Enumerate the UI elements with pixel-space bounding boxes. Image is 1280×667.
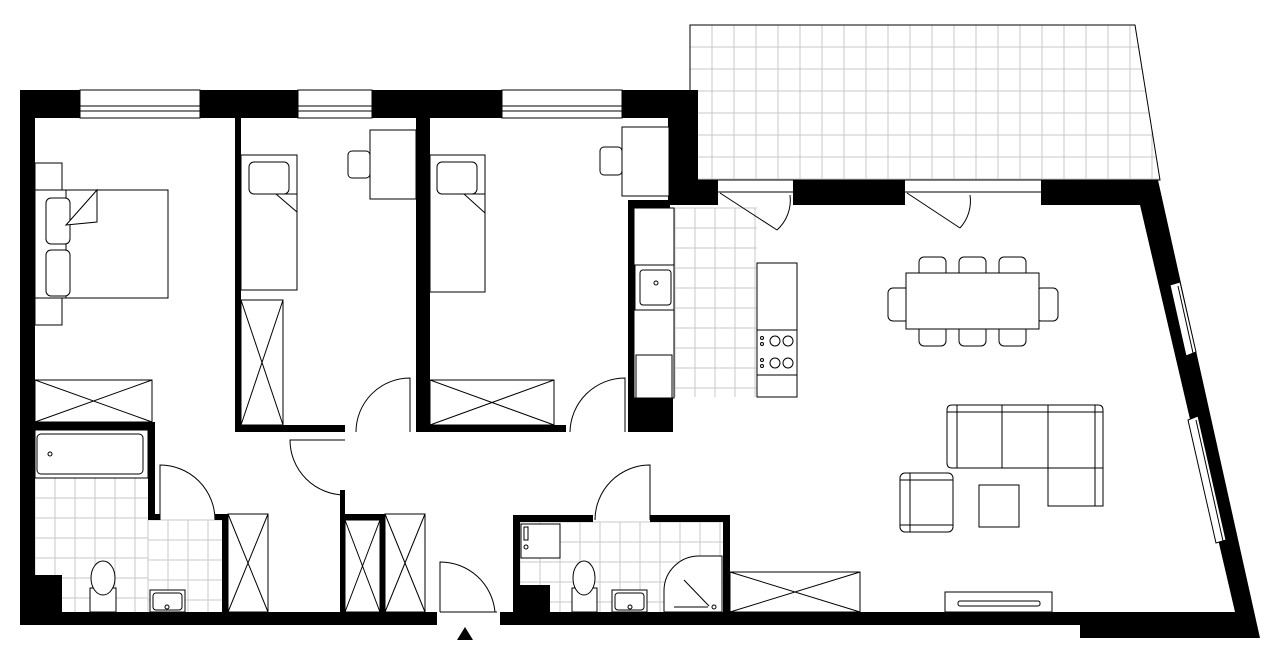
wardrobe-icon: [344, 519, 381, 613]
windows: [79, 89, 1227, 544]
sink-icon: [149, 589, 186, 613]
wall-bath1-right: [148, 422, 155, 520]
wall-living-top: [793, 180, 905, 205]
coffee-table-icon: [978, 484, 1020, 528]
balcony-tile-grid: [689, 24, 1160, 180]
armchair-icon: [899, 472, 954, 533]
wardrobe-icon: [227, 513, 269, 613]
sofa-icon: [946, 404, 1104, 507]
window-slanted: [1187, 415, 1227, 544]
wardrobe-icon: [34, 379, 153, 423]
wardrobe-icon: [240, 299, 284, 426]
kitchen: [633, 207, 798, 399]
bed-icon: [429, 154, 486, 293]
wall-bottom: [500, 612, 1080, 625]
wardrobe-icon: [384, 513, 426, 613]
chair-icon: [599, 146, 623, 176]
wall-left: [20, 90, 35, 625]
wall-bath1-block: [35, 575, 62, 625]
balcony-door-2[interactable]: [905, 191, 1041, 229]
bedroom-2-door[interactable]: [355, 377, 411, 433]
wall-bath1-right: [215, 514, 227, 520]
sink-icon: [611, 589, 648, 613]
wall-bath2: [513, 515, 593, 522]
wall-bedroom-2-bottom: [235, 425, 345, 432]
wall-corner: [668, 90, 698, 205]
wall-bedroom-1-2: [235, 118, 241, 432]
shower-icon: [663, 555, 723, 613]
desk-icon: [369, 129, 417, 200]
bed-icon: [34, 188, 169, 299]
wall-living-top: [698, 180, 718, 205]
washing-machine-icon: [520, 523, 561, 559]
window: [501, 89, 623, 119]
balcony: [689, 24, 1161, 181]
living-dining: [729, 256, 1104, 613]
wall-top: [200, 90, 298, 118]
wall-bath2: [513, 515, 520, 612]
window: [297, 89, 373, 119]
wall-bedroom-2-3: [416, 118, 430, 432]
wall-top: [372, 90, 502, 118]
bedroom-3: [429, 126, 670, 426]
bathroom-1-door[interactable]: [159, 464, 216, 521]
nightstand: [34, 297, 63, 326]
wall-closet: [340, 490, 345, 612]
desk-icon: [621, 126, 670, 197]
entrance-door[interactable]: [439, 561, 497, 613]
wall-closet: [340, 514, 385, 520]
wardrobe-icon: [729, 571, 861, 613]
wall-right-slanted: [1041, 180, 1260, 638]
stove-icon: [756, 329, 798, 376]
window: [79, 89, 201, 119]
bathtub-icon: [34, 429, 149, 479]
chair-icon: [347, 150, 371, 179]
wall-bath1-right: [148, 514, 160, 520]
walls: [20, 90, 1260, 638]
wall-bath1-top: [35, 422, 155, 430]
dining-table-icon: [887, 256, 1059, 347]
wall-kitchen-top: [628, 200, 670, 208]
wall-bath2: [650, 515, 730, 522]
toilet-icon: [89, 560, 117, 613]
wall-bath1-right: [222, 514, 228, 612]
toilet-icon: [571, 560, 598, 613]
wall-bath2-block: [513, 585, 550, 625]
bedroom-master: [34, 162, 169, 423]
bedroom-3-door[interactable]: [569, 377, 626, 433]
bathroom-2: [520, 523, 723, 613]
bedroom-2: [240, 129, 417, 426]
entrance-arrow-icon: [457, 627, 473, 640]
wall-bath2: [723, 515, 730, 612]
doors[interactable]: [159, 191, 1041, 640]
wall-kitchen-block: [628, 398, 673, 432]
nightstand: [34, 162, 63, 192]
wall-bedroom-3-bottom: [416, 425, 566, 432]
wall-kitchen-left: [628, 200, 634, 432]
wall-bottom: [20, 612, 437, 625]
tv-unit-icon: [944, 591, 1053, 613]
window-slanted: [1169, 281, 1197, 357]
balcony-door-1[interactable]: [718, 191, 793, 231]
hall-wardrobes: [227, 513, 426, 613]
wall-closet: [380, 514, 385, 612]
oven: [635, 354, 673, 399]
bathroom-1: [34, 429, 186, 613]
bathroom-2-door[interactable]: [594, 464, 651, 521]
wardrobe-icon: [429, 379, 555, 426]
bedroom-1-door[interactable]: [289, 439, 346, 496]
sink-icon: [634, 264, 675, 311]
bed-icon: [240, 154, 298, 291]
